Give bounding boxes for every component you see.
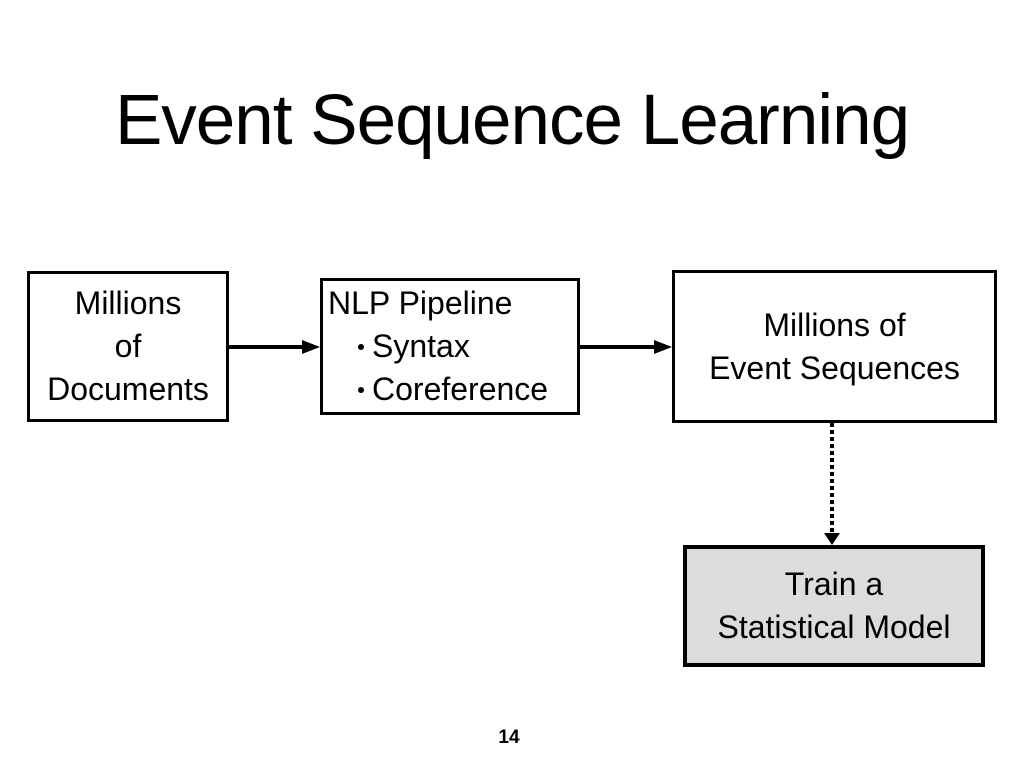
slide-title: Event Sequence Learning [114, 81, 910, 160]
box-nlp-pipeline: NLP Pipeline Syntax Coreference [320, 278, 580, 415]
bullet-item: Syntax [323, 325, 577, 368]
box-text-line: of [114, 328, 142, 364]
box-text-line: Millions [74, 285, 182, 321]
box-text-line: Documents [47, 371, 209, 407]
bullet-item: Coreference [323, 368, 577, 411]
box-text-line: Event Sequences [709, 349, 960, 386]
dotted-arrow-sequences-to-train [824, 423, 840, 545]
bullet-dot-icon [358, 343, 364, 350]
box-text-line: Millions of [763, 306, 906, 343]
box-text-line: Train a [784, 566, 884, 602]
box-millions-of-event-sequences: Millions of Event Sequences [672, 270, 997, 423]
dotted-arrow-shaft [830, 423, 834, 533]
bullet-dot-icon [358, 386, 364, 393]
box-text-line: Statistical Model [717, 609, 951, 645]
arrow-down-icon [824, 533, 840, 545]
box-train-statistical-model: Train a Statistical Model [683, 545, 985, 667]
arrow-shaft [580, 345, 656, 349]
arrow-right-icon [654, 340, 672, 354]
arrow-nlp-to-sequences [580, 340, 672, 354]
box-millions-of-documents: Millions of Documents [27, 271, 229, 422]
arrow-shaft [229, 345, 304, 349]
nlp-pipeline-title: NLP Pipeline [328, 285, 513, 321]
arrow-documents-to-nlp [229, 340, 320, 354]
bullet-label: Syntax [372, 328, 470, 364]
page-number: 14 [498, 727, 520, 748]
bullet-label: Coreference [372, 371, 549, 407]
arrow-right-icon [302, 340, 320, 354]
